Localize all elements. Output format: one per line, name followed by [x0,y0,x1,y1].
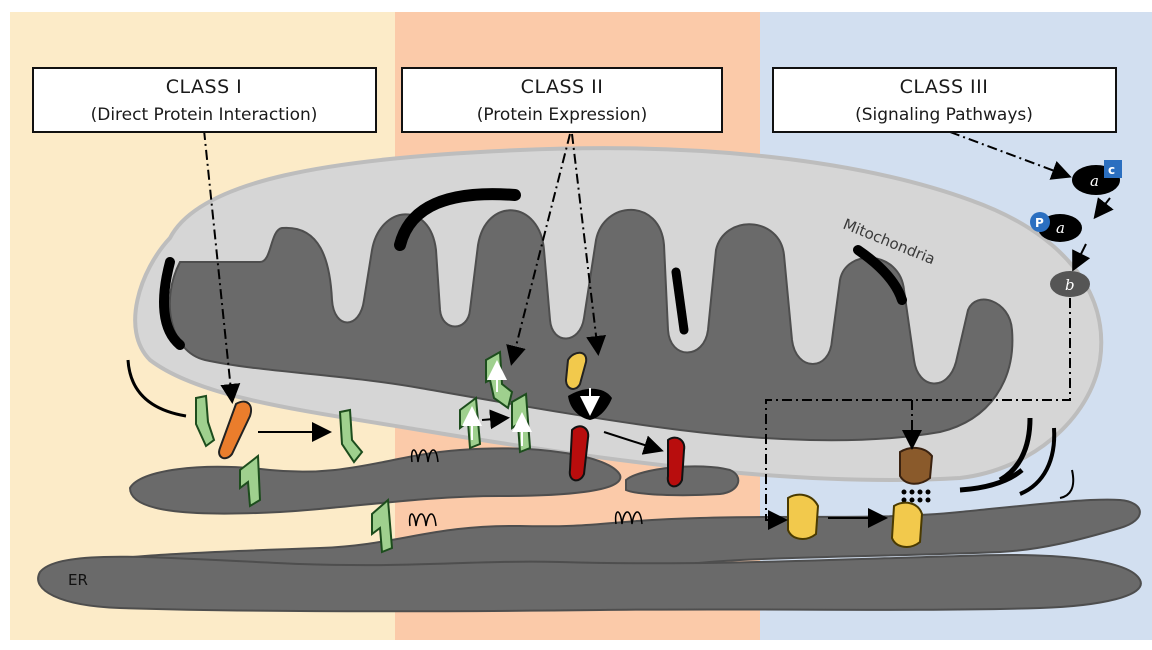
red-protein-c2-b [668,438,684,487]
node-c-label: c [1108,163,1115,177]
class1-subtitle: (Direct Protein Interaction) [91,105,318,125]
class3-subtitle: (Signaling Pathways) [855,105,1033,125]
class2-header-box: CLASS II (Protein Expression) [402,68,722,132]
node-p-label: P [1035,216,1044,230]
class3-header-box: CLASS III (Signaling Pathways) [773,68,1116,132]
class1-header-box: CLASS I (Direct Protein Interaction) [33,68,376,132]
node-a-mid-label: a [1056,219,1065,237]
yellow-protein-c3-b [892,503,922,547]
yellow-protein-c3-a [788,495,818,539]
class3-title: CLASS III [900,76,989,98]
er-lumen-lower [38,555,1141,611]
brown-protein-c3 [900,448,932,484]
node-a-top-label: a [1090,172,1099,190]
class2-subtitle: (Protein Expression) [477,105,648,125]
class2-title: CLASS II [521,76,604,98]
er-label: ER [68,571,88,589]
class1-title: CLASS I [166,76,243,98]
node-b-label: b [1065,276,1075,294]
